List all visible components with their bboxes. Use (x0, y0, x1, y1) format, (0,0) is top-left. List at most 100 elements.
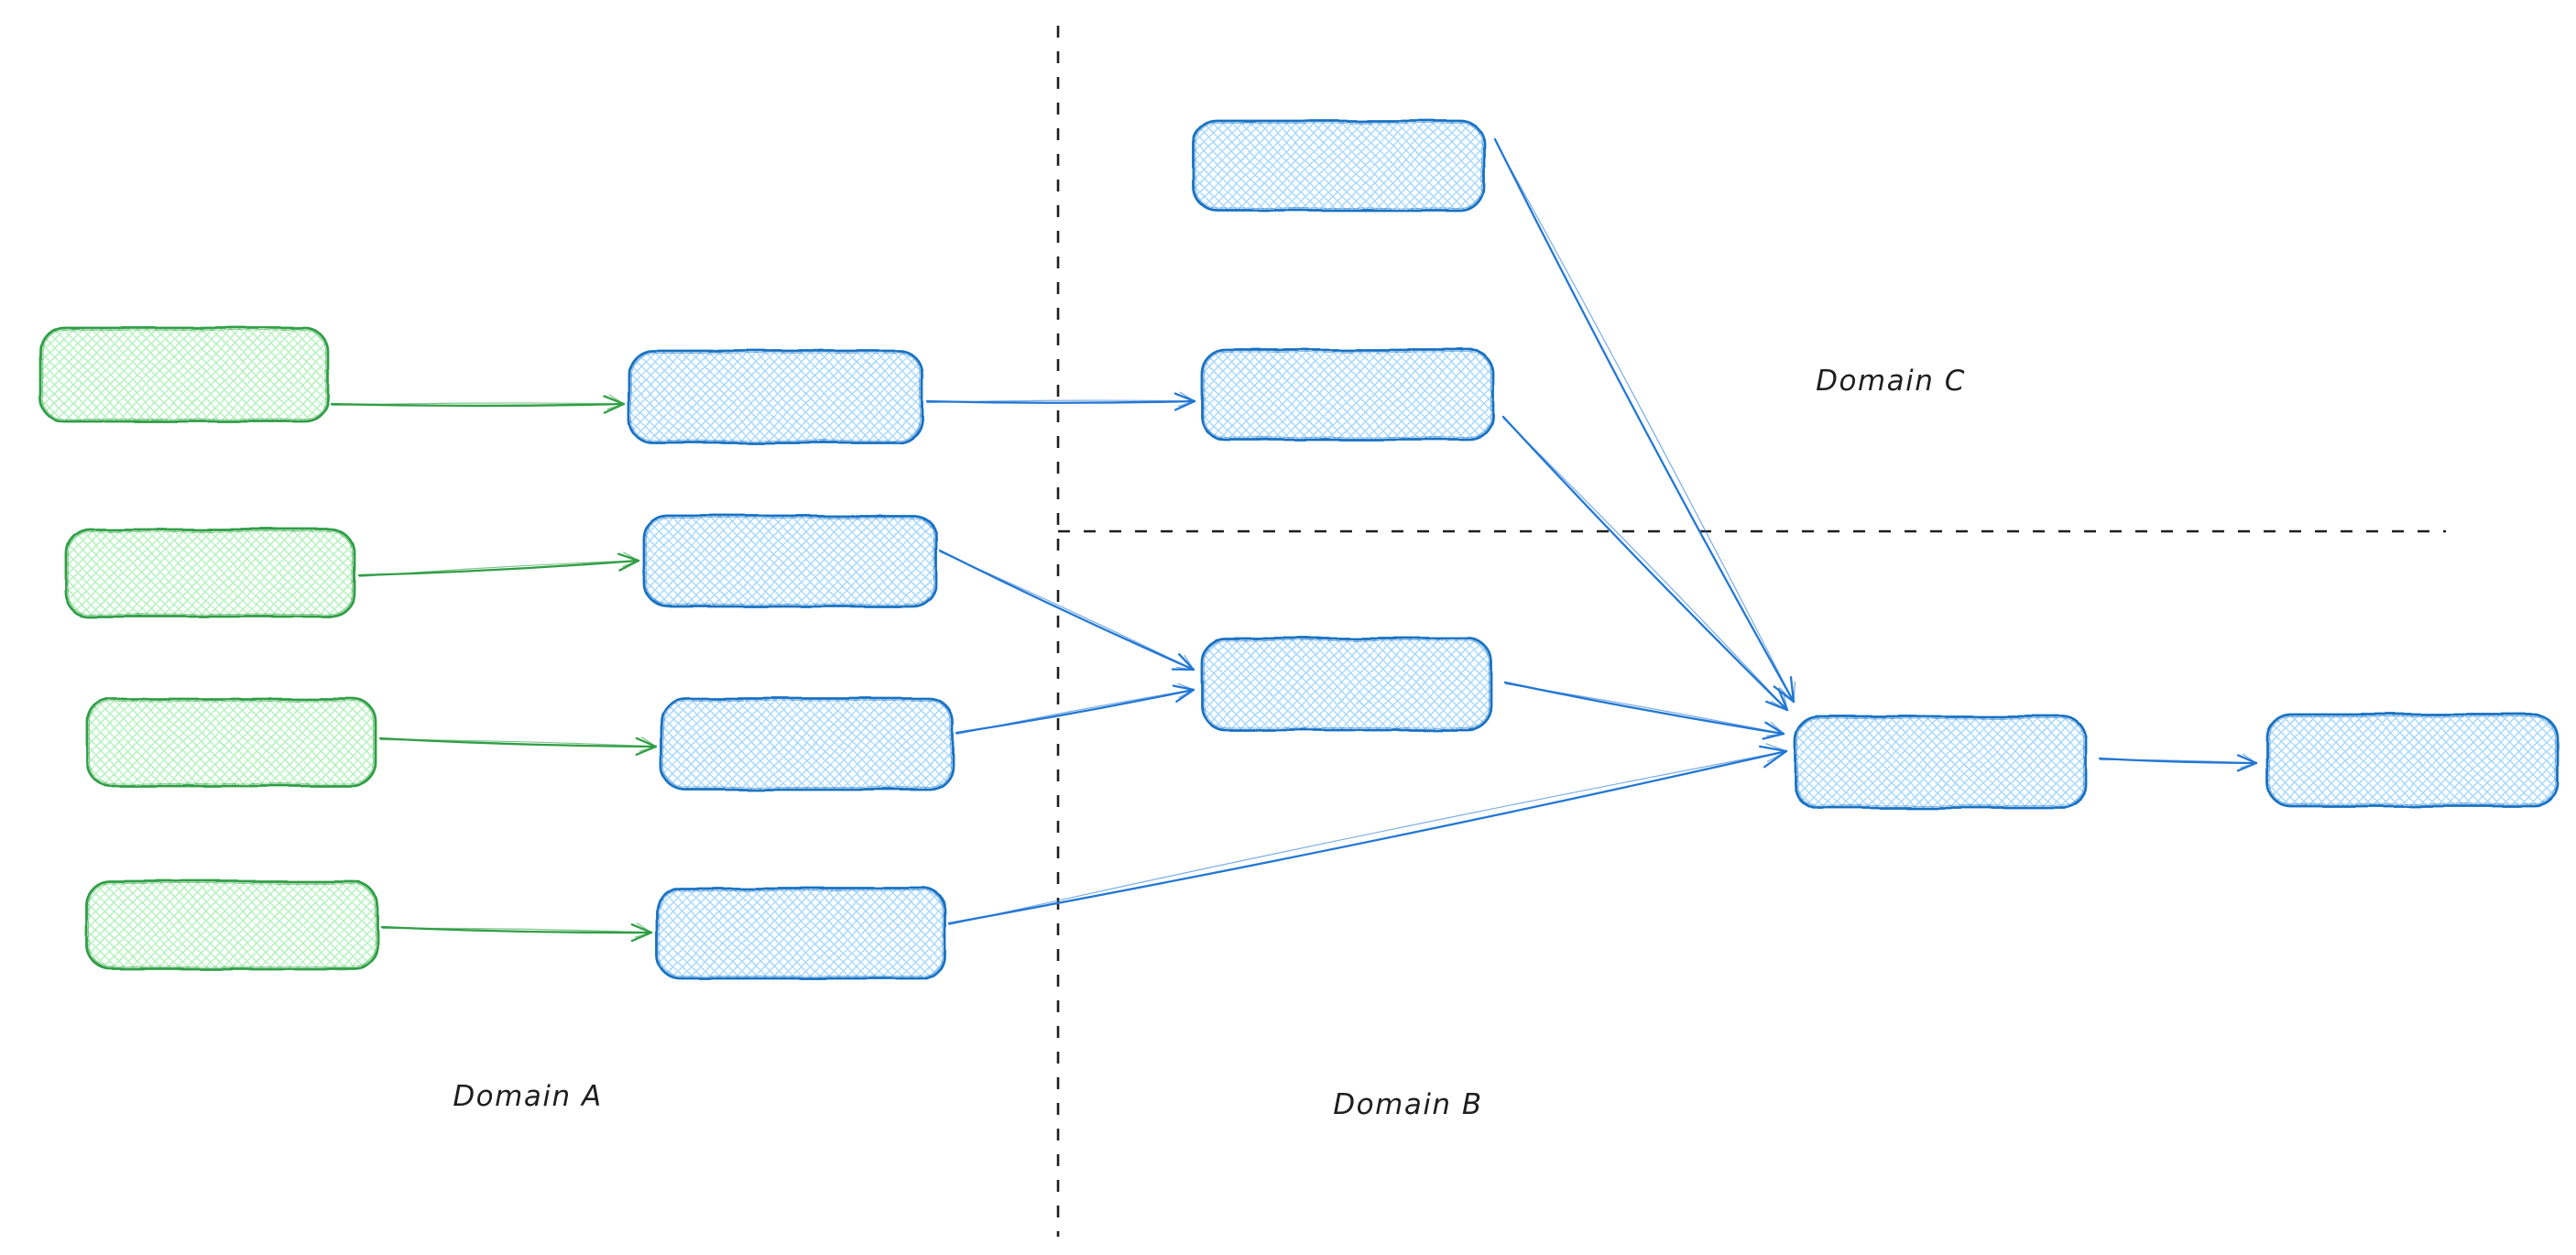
nodes-layer (39, 119, 2560, 980)
node-domain-c-top (1192, 119, 1486, 213)
edge-line (947, 749, 1788, 925)
node-box-echo (88, 700, 375, 785)
arrowhead (2240, 762, 2257, 769)
arrowhead (606, 403, 625, 410)
arrowhead (1765, 743, 1787, 752)
arrowhead (1177, 682, 1195, 691)
node-box (660, 696, 955, 791)
node-box-echo (42, 329, 327, 420)
node-box (628, 349, 924, 444)
edge-hub-to-output (2098, 753, 2258, 772)
node-box-echo (1203, 639, 1490, 729)
edge-source-1-to-stage-a1 (330, 394, 626, 414)
edges-layer (330, 137, 2258, 943)
arrowhead (1173, 392, 1196, 403)
labels-layer: Domain A Domain B Domain C (453, 365, 1966, 1121)
node-hub (1794, 715, 2088, 810)
zone-label-domain-c: Domain C (1816, 365, 1966, 398)
separators-layer (1056, 26, 2446, 1237)
node-box (655, 887, 947, 980)
node-box (642, 514, 938, 608)
node-box (1200, 637, 1493, 732)
node-box-echo (658, 889, 944, 977)
node-box (85, 697, 377, 788)
edge-line-echo (926, 399, 1195, 404)
arrowhead (1766, 750, 1787, 762)
arrowhead (1771, 701, 1788, 711)
node-box-echo (67, 530, 354, 616)
edge-domain-c-top-to-hub (1493, 137, 1796, 704)
node-box (39, 326, 330, 423)
arrowhead (1176, 666, 1195, 671)
node-source-1 (39, 326, 330, 423)
edge-line (1501, 415, 1789, 712)
zone-label-domain-b: Domain B (1333, 1088, 1482, 1121)
edge-stage-a1-to-domain-c-mid (925, 391, 1196, 411)
node-stage-a4 (655, 887, 947, 980)
node-output (2265, 713, 2560, 808)
node-source-3 (85, 697, 377, 788)
arrowhead (641, 737, 657, 748)
edge-line (1493, 137, 1796, 704)
arrowhead (635, 737, 658, 748)
arrowhead (1758, 745, 1788, 753)
edge-source-4-to-stage-a4 (380, 922, 653, 943)
zone-label-domain-a: Domain A (453, 1080, 602, 1113)
edge-line-echo (358, 560, 639, 578)
arrowhead (603, 395, 626, 406)
arrowhead (623, 551, 639, 562)
arrowhead (1770, 721, 1785, 735)
arrowhead (1793, 681, 1796, 703)
edge-line-echo (2099, 758, 2257, 764)
node-box-echo (662, 699, 952, 789)
edge-domain-b-left-to-hub (1503, 681, 1785, 740)
node-stage-a3 (660, 696, 955, 791)
edge-line-echo (948, 750, 1787, 926)
node-box-echo (630, 352, 922, 442)
node-stage-a1 (628, 349, 924, 444)
node-box-echo (1195, 122, 1483, 210)
arrowhead (1179, 391, 1195, 402)
node-domain-b-left (1200, 637, 1493, 732)
node-source-4 (85, 879, 379, 971)
edge-line-echo (1504, 682, 1785, 735)
edge-stage-a3-to-domain-b-left (955, 682, 1195, 736)
arrowhead (1764, 721, 1785, 736)
node-source-2 (64, 528, 356, 618)
arrowhead (1184, 654, 1195, 671)
node-stage-a2 (642, 514, 938, 608)
arrowhead (1779, 687, 1795, 703)
edge-line-echo (379, 738, 657, 748)
arrowhead (1783, 692, 1788, 711)
edge-stage-a2-to-domain-b-left (938, 549, 1195, 671)
arrowhead (639, 746, 657, 752)
arrowhead (622, 560, 639, 568)
edge-source-2-to-stage-a2 (357, 551, 640, 578)
edge-domain-c-mid-to-hub (1501, 415, 1789, 712)
node-box (85, 879, 379, 971)
node-box (1794, 715, 2088, 810)
edge-line-echo (955, 689, 1195, 736)
arrowhead (1178, 653, 1195, 671)
edge-line-echo (1502, 418, 1788, 711)
arrowhead (636, 922, 652, 933)
arrowhead (617, 552, 640, 562)
node-box (1192, 119, 1486, 213)
arrowhead (1789, 676, 1796, 704)
arrowhead (2242, 753, 2257, 764)
node-box-echo (1203, 351, 1492, 439)
node-box-echo (645, 517, 935, 606)
arrowhead (1777, 688, 1789, 712)
arrowhead (608, 394, 625, 405)
node-box (1200, 348, 1495, 442)
node-domain-c-mid (1200, 348, 1495, 442)
node-box-echo (88, 882, 377, 968)
arrowhead (1177, 400, 1195, 408)
edge-source-3-to-stage-a3 (378, 737, 658, 756)
edge-stage-a4-to-hub (947, 743, 1788, 926)
arrowhead (634, 932, 652, 938)
node-box-echo (1796, 717, 2085, 807)
edge-line-echo (331, 402, 625, 407)
